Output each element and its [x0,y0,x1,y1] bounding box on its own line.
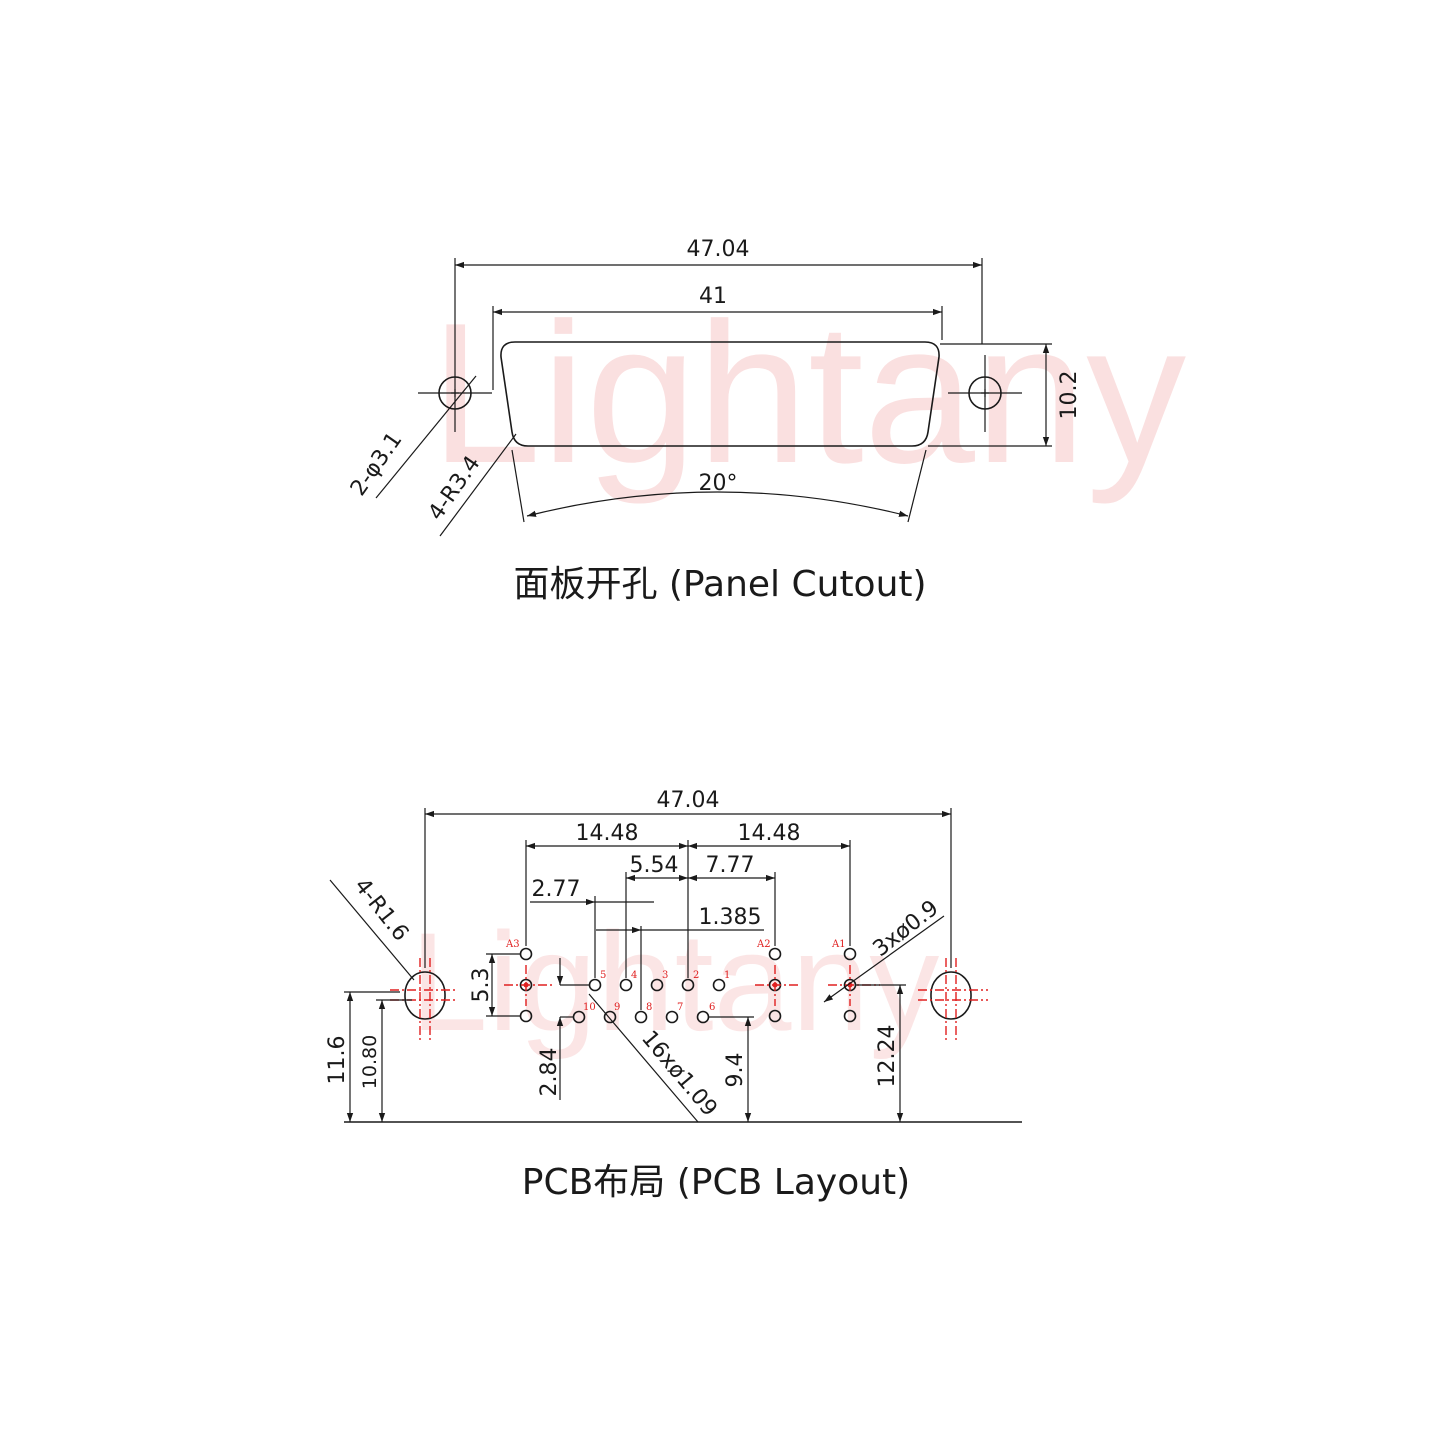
pcb-dim-corner-radius: 4-R1.6 [349,874,413,946]
label-pin-8: 8 [646,1002,652,1013]
pcb-dim-7-77: 7.77 [706,853,755,878]
pcb-dim-total-width: 47.04 [657,788,720,813]
pin-5 [588,978,602,992]
pcb-dim-right-pitch: 14.48 [738,821,801,846]
pcb-dim-left-pitch: 14.48 [576,821,639,846]
pcb-dim-5-54: 5.54 [630,853,679,878]
pcb-layout-title: PCB布局 (PCB Layout) [522,1162,910,1203]
label-pin-4: 4 [631,970,637,981]
pin-10 [572,1010,586,1024]
pin-8 [634,1010,648,1024]
pin-7 [665,1010,679,1024]
mount-slot-left [404,971,446,1020]
panel-cutout-title: 面板开孔 (Panel Cutout) [513,564,926,605]
pcb-dim-12-24: 12.24 [875,1025,900,1088]
label-a1: A1 [831,939,846,950]
label-pin-7: 7 [677,1002,683,1013]
pcb-dim-1-385: 1.385 [699,905,762,930]
label-pin-1: 1 [724,970,730,981]
hole-a1-bottom [843,1009,857,1023]
label-pin-5: 5 [600,970,606,981]
hole-a3-top [519,947,533,961]
pin-4 [619,978,633,992]
mount-slot-right [930,971,972,1020]
label-pin-3: 3 [662,970,668,981]
hole-a1-top [843,947,857,961]
watermark-pcb: Lightany [410,903,939,1060]
pcb-dim-9-4: 9.4 [723,1053,748,1088]
d-shell-outline [500,341,940,447]
hole-a2-top [768,947,782,961]
pin-3 [650,978,664,992]
pin-2 [681,978,695,992]
label-pin-6: 6 [709,1002,715,1013]
pcb-dim-11-6: 11.6 [325,1036,350,1085]
pcb-dim-2-84: 2.84 [537,1048,562,1097]
panel-dim-mount-hole: 2-φ3.1 [346,428,407,501]
label-pin-2: 2 [693,970,699,981]
panel-dim-angle: 20° [699,471,738,496]
label-pin-10: 10 [583,1002,596,1013]
panel-dim-shell-width: 41 [699,284,727,309]
pin-1 [712,978,726,992]
panel-dim-height: 10.2 [1057,371,1082,420]
label-a2: A2 [756,939,771,950]
pin-9 [603,1010,617,1024]
hole-a2-bottom [768,1009,782,1023]
label-a3: A3 [505,939,520,950]
pcb-dim-10-80: 10.80 [359,1035,381,1089]
label-pin-9: 9 [614,1002,620,1013]
pin-6 [696,1010,710,1024]
watermark-panel: Lightany [430,282,1186,505]
pcb-dim-2-77: 2.77 [532,877,581,902]
panel-dim-total-width: 47.04 [687,237,750,262]
pcb-dim-5-3: 5.3 [469,968,494,1003]
hole-a3-bottom [519,1009,533,1023]
